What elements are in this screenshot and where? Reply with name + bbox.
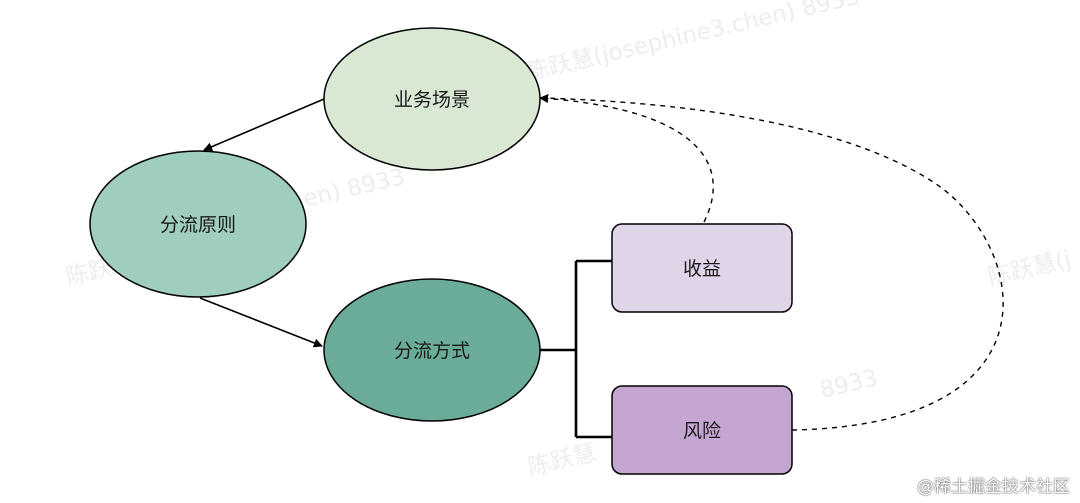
arrow-scenario-to-principle [203, 98, 325, 151]
node-label: 分流原则 [160, 214, 236, 236]
dashed-arrow-revenue-to-scenario [539, 94, 714, 223]
watermark-text: 8933 [818, 365, 881, 404]
node-label: 风险 [683, 420, 721, 442]
node-label: 分流方式 [394, 340, 470, 362]
node-shape [323, 27, 541, 171]
node-principle[interactable]: 分流原则 [89, 150, 307, 298]
node-label: 收益 [683, 258, 721, 280]
footer-credit: @稀土掘金技术社区 [917, 477, 1070, 497]
watermark-text: 陈跃慧(j [986, 247, 1074, 291]
dashed-arrow-risk-to-scenario [541, 97, 1004, 431]
node-shape [323, 278, 541, 422]
watermark-text: 陈跃慧(josephine3.chen) 8933 [524, 0, 863, 86]
node-method[interactable]: 分流方式 [323, 278, 541, 422]
node-shape [611, 223, 793, 313]
bracket-method-to-outcomes [540, 259, 612, 439]
watermark-text: 陈跃慧 [526, 440, 599, 481]
node-shape [611, 385, 793, 475]
connectors [199, 94, 1004, 439]
node-shape [89, 150, 307, 298]
node-risk[interactable]: 风险 [611, 385, 793, 475]
node-scenario[interactable]: 业务场景 [323, 27, 541, 171]
arrow-principle-to-method [199, 297, 323, 348]
node-revenue[interactable]: 收益 [611, 223, 793, 313]
node-label: 业务场景 [394, 89, 470, 111]
